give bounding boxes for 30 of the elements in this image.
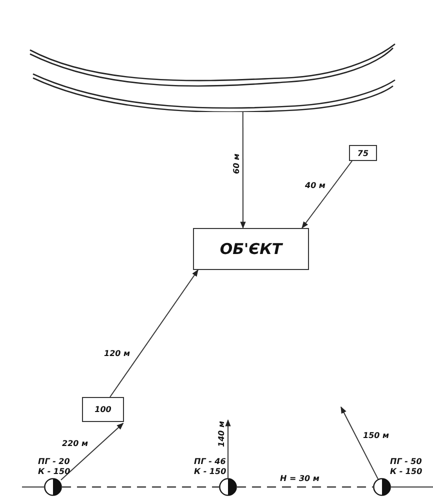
hydrant-symbol: [44, 478, 62, 496]
hydrant-label: ПГ - 20: [38, 458, 70, 466]
hydrant-label: К - 150: [38, 468, 70, 476]
arrow: [225, 419, 231, 478]
edge-label: 120 м: [104, 350, 130, 358]
object-label: ОБ'ЄКТ: [220, 240, 282, 258]
hydrant-label: К - 150: [194, 468, 226, 476]
hydrant-label: ПГ - 46: [194, 458, 226, 466]
hydrant-symbol: [373, 478, 391, 496]
arrow: [110, 269, 198, 398]
hydrant-label: К - 150: [390, 468, 422, 476]
arrow: [340, 406, 379, 480]
water-main-line: [62, 486, 219, 488]
edge-label: Н = 30 м: [280, 475, 320, 483]
hydrant-symbol: [219, 478, 237, 496]
distance-value: 100: [94, 405, 112, 414]
edge-label: 140 м: [218, 420, 226, 447]
edge-label: 150 м: [363, 432, 390, 440]
edge-label: 60 м: [233, 154, 241, 174]
arrow: [240, 112, 246, 229]
distance-value: 75: [357, 148, 369, 158]
arrow: [60, 422, 124, 480]
arrow: [302, 160, 352, 229]
distance-box: [349, 145, 377, 161]
hydrant-label: ПГ - 50: [390, 458, 422, 466]
water-main-line: [237, 486, 373, 488]
edge-label: 40 м: [305, 182, 326, 190]
edge-label: 220 м: [62, 440, 88, 448]
object-box: [193, 228, 309, 270]
distance-box: [82, 397, 124, 422]
